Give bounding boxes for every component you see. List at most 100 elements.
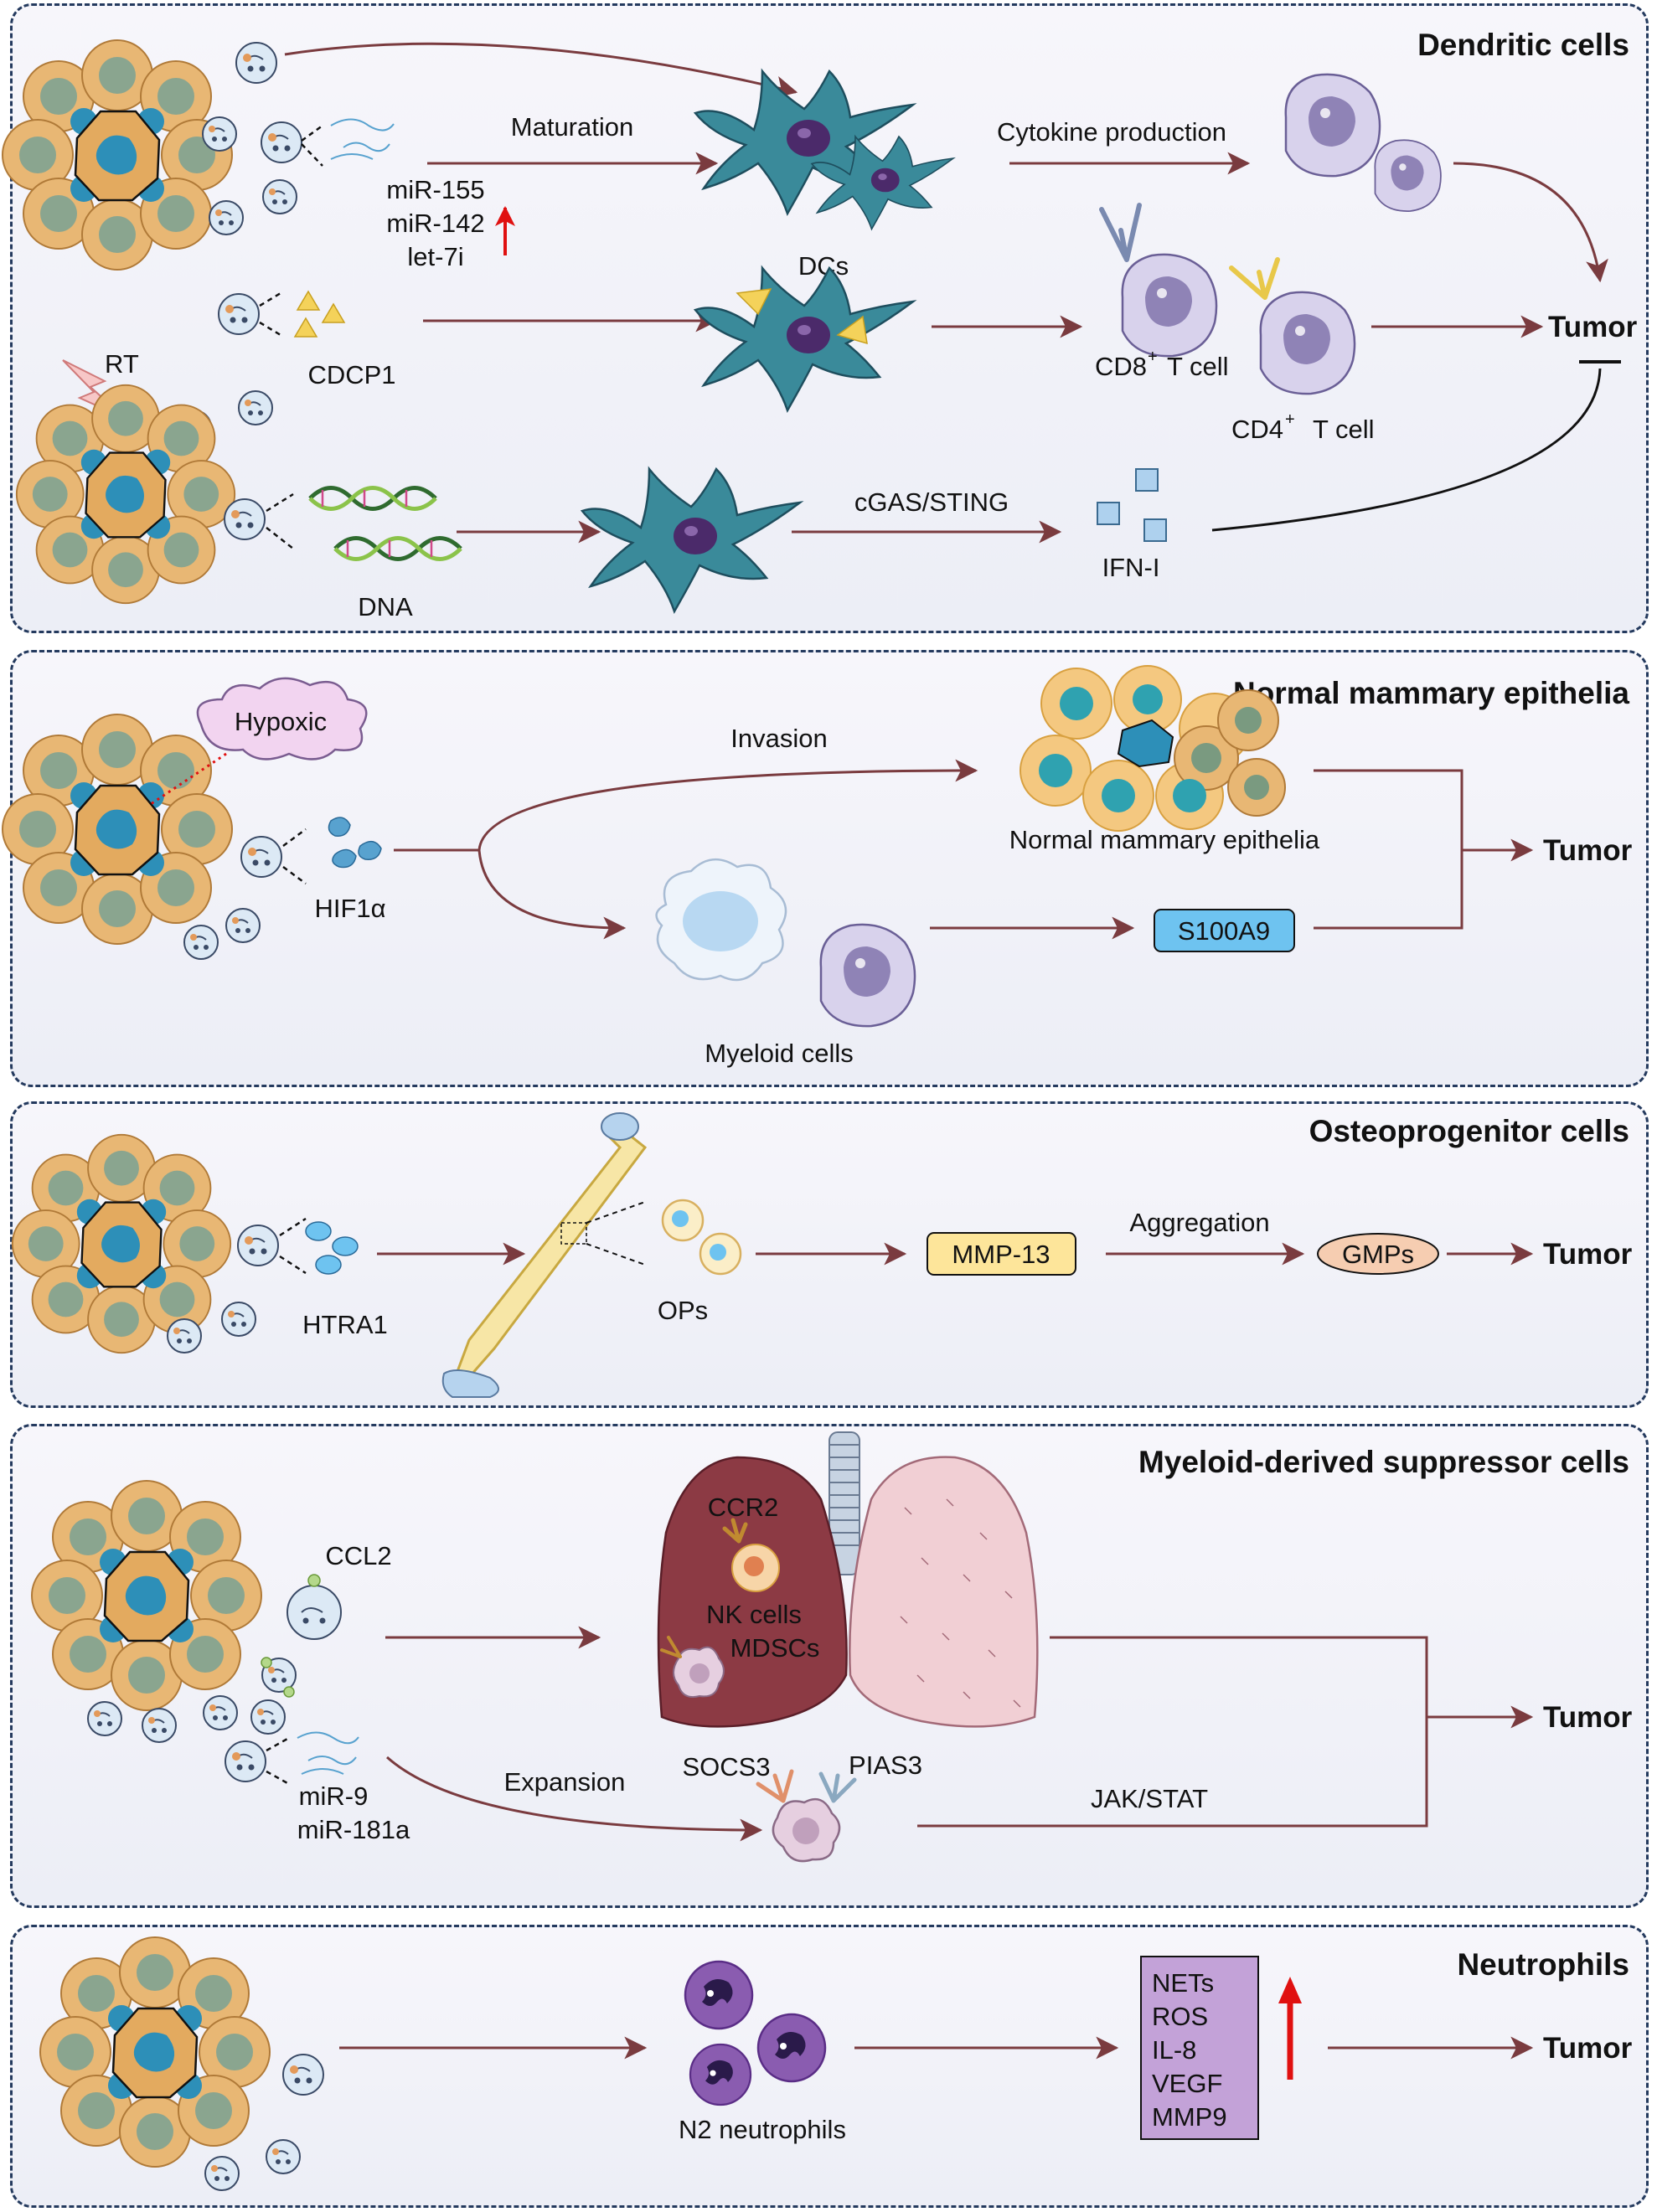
hypoxic-cloud-icon <box>196 677 368 761</box>
cargo-dash-lines <box>279 1217 307 1275</box>
arrow-expansion <box>386 1756 763 1842</box>
pias3-receptor-icon <box>818 1771 857 1803</box>
factor-label: NETs <box>1152 1968 1214 1998</box>
upregulation-arrow-icon <box>1278 1977 1302 2003</box>
cargo-dash-lines <box>266 492 294 549</box>
gmps-label: GMPs <box>1342 1240 1414 1269</box>
tumor-cell-cluster-icon <box>11 1133 232 1354</box>
cargo-dash-lines <box>301 124 323 167</box>
ccr2-label: CCR2 <box>708 1493 778 1522</box>
lymphocyte-icon <box>1284 73 1381 178</box>
exosome-icon <box>221 1302 256 1337</box>
cd8-t-cell-icon <box>1121 253 1218 358</box>
ccl2-label: CCL2 <box>325 1541 391 1570</box>
ifn-i-label: IFN-I <box>1102 553 1160 582</box>
cytokine-production-label: Cytokine production <box>997 117 1226 147</box>
factor-label: VEGF <box>1152 2069 1222 2098</box>
n2-neutrophils-label: N2 neutrophils <box>679 2115 846 2144</box>
mdscs-label: MDSCs <box>730 1633 820 1663</box>
exosome-icon <box>235 42 277 84</box>
exosome-icon <box>238 390 273 425</box>
panel-title-neutrophils: Neutrophils <box>1457 1947 1629 1982</box>
dna-helix-icon <box>308 486 462 561</box>
t-cell-label: T cell <box>1167 352 1229 381</box>
htra1-label: HTRA1 <box>302 1310 388 1339</box>
ops-label: OPs <box>658 1296 708 1325</box>
hypoxia-dotted-line <box>150 752 227 806</box>
cdcp1-label: CDCP1 <box>307 360 395 389</box>
panel-title-osteoprogenitor-cells: Osteoprogenitor cells <box>1309 1114 1629 1148</box>
mirna-icon <box>297 1731 359 1775</box>
aggregation-label: Aggregation <box>1129 1208 1269 1237</box>
panel-title-dendritic-cells: Dendritic cells <box>1417 28 1629 62</box>
hypoxic-label: Hypoxic <box>235 707 327 736</box>
s100a9-box <box>1154 909 1295 952</box>
mir9-label: miR-9 <box>299 1781 369 1811</box>
arrow-to-myeloid <box>477 849 627 940</box>
bone-icon <box>441 1112 648 1398</box>
exosome-icon <box>250 1699 286 1735</box>
gmps-ellipse <box>1317 1233 1439 1275</box>
n2-neutrophil-icon <box>756 2013 827 2083</box>
n2-neutrophil-icon <box>689 2043 752 2106</box>
tumor-label: Tumor <box>1543 834 1633 867</box>
tumor-label: Tumor <box>1543 1238 1633 1271</box>
exosome-icon <box>183 925 219 960</box>
arrow-cytokine-to-tumor <box>1453 162 1608 283</box>
mirna-label: miR-142 <box>386 209 484 238</box>
n2-neutrophil-icon <box>684 1960 754 2030</box>
exosome-icon <box>266 2139 301 2174</box>
tumor-label: Tumor <box>1543 1701 1633 1734</box>
mirna-label: miR-155 <box>386 175 484 204</box>
mirna-label: let-7i <box>407 242 463 271</box>
panel-title-mdsc: Myeloid-derived suppressor cells <box>1138 1445 1629 1479</box>
dendritic-cell-icon <box>694 266 915 412</box>
cd8-label: CD8 <box>1095 352 1147 381</box>
lymphocyte-icon <box>1374 139 1442 212</box>
inhibition-line <box>1211 368 1602 532</box>
exosome-icon <box>204 2156 240 2191</box>
ccl2-ligand-icon <box>283 1686 295 1698</box>
expansion-label: Expansion <box>504 1767 626 1797</box>
exosome-icon <box>225 1740 266 1782</box>
ccl2-exosome-icon <box>286 1574 342 1640</box>
exosome-icon <box>167 1318 202 1353</box>
exosome-icon <box>202 116 237 152</box>
receptor-icon <box>1099 203 1142 262</box>
jak-stat-label: JAK/STAT <box>1091 1784 1208 1813</box>
mdsc-cell-icon <box>772 1797 841 1863</box>
exosome-icon <box>142 1708 177 1743</box>
myeloid-cell-icon <box>819 923 916 1028</box>
cargo-dash-lines <box>259 291 281 337</box>
hif1a-protein-icon <box>328 817 382 869</box>
normal-mammary-epithelia-label: Normal mammary epithelia <box>1009 825 1320 854</box>
exosome-icon <box>282 2054 324 2096</box>
exosome-icon <box>209 200 244 235</box>
nk-cells-label: NK cells <box>706 1600 802 1629</box>
hif1a-label: HIF1α <box>314 894 385 923</box>
maturation-label: Maturation <box>511 112 633 142</box>
cargo-dash-lines <box>266 1736 290 1786</box>
tumor-cell-cluster-icon <box>15 384 236 605</box>
dendritic-cell-icon <box>581 467 802 613</box>
ifn-cube-icon <box>1097 468 1167 542</box>
cargo-dash-lines <box>282 828 307 885</box>
socs3-label: SOCS3 <box>682 1752 770 1781</box>
rt-label: RT <box>105 349 139 379</box>
cdcp1-protein-icon <box>293 290 346 338</box>
cgas-sting-label: cGAS/STING <box>854 487 1009 517</box>
tumor-cell-cluster-icon <box>39 1936 271 2168</box>
exosome-icon <box>261 121 302 163</box>
factor-label: ROS <box>1152 2002 1208 2031</box>
myeloid-cells-label: Myeloid cells <box>705 1039 853 1068</box>
arrow-exosome-to-dc <box>284 42 798 99</box>
exosome-icon <box>87 1701 122 1736</box>
invasion-label: Invasion <box>730 724 827 753</box>
htra1-protein-icon <box>305 1221 359 1275</box>
cdcp1-protein-icon <box>736 288 868 345</box>
cd4-t-cell-icon <box>1259 291 1356 395</box>
osteoprogenitor-cell-icon <box>661 1199 742 1276</box>
mirna-icon <box>330 118 395 160</box>
